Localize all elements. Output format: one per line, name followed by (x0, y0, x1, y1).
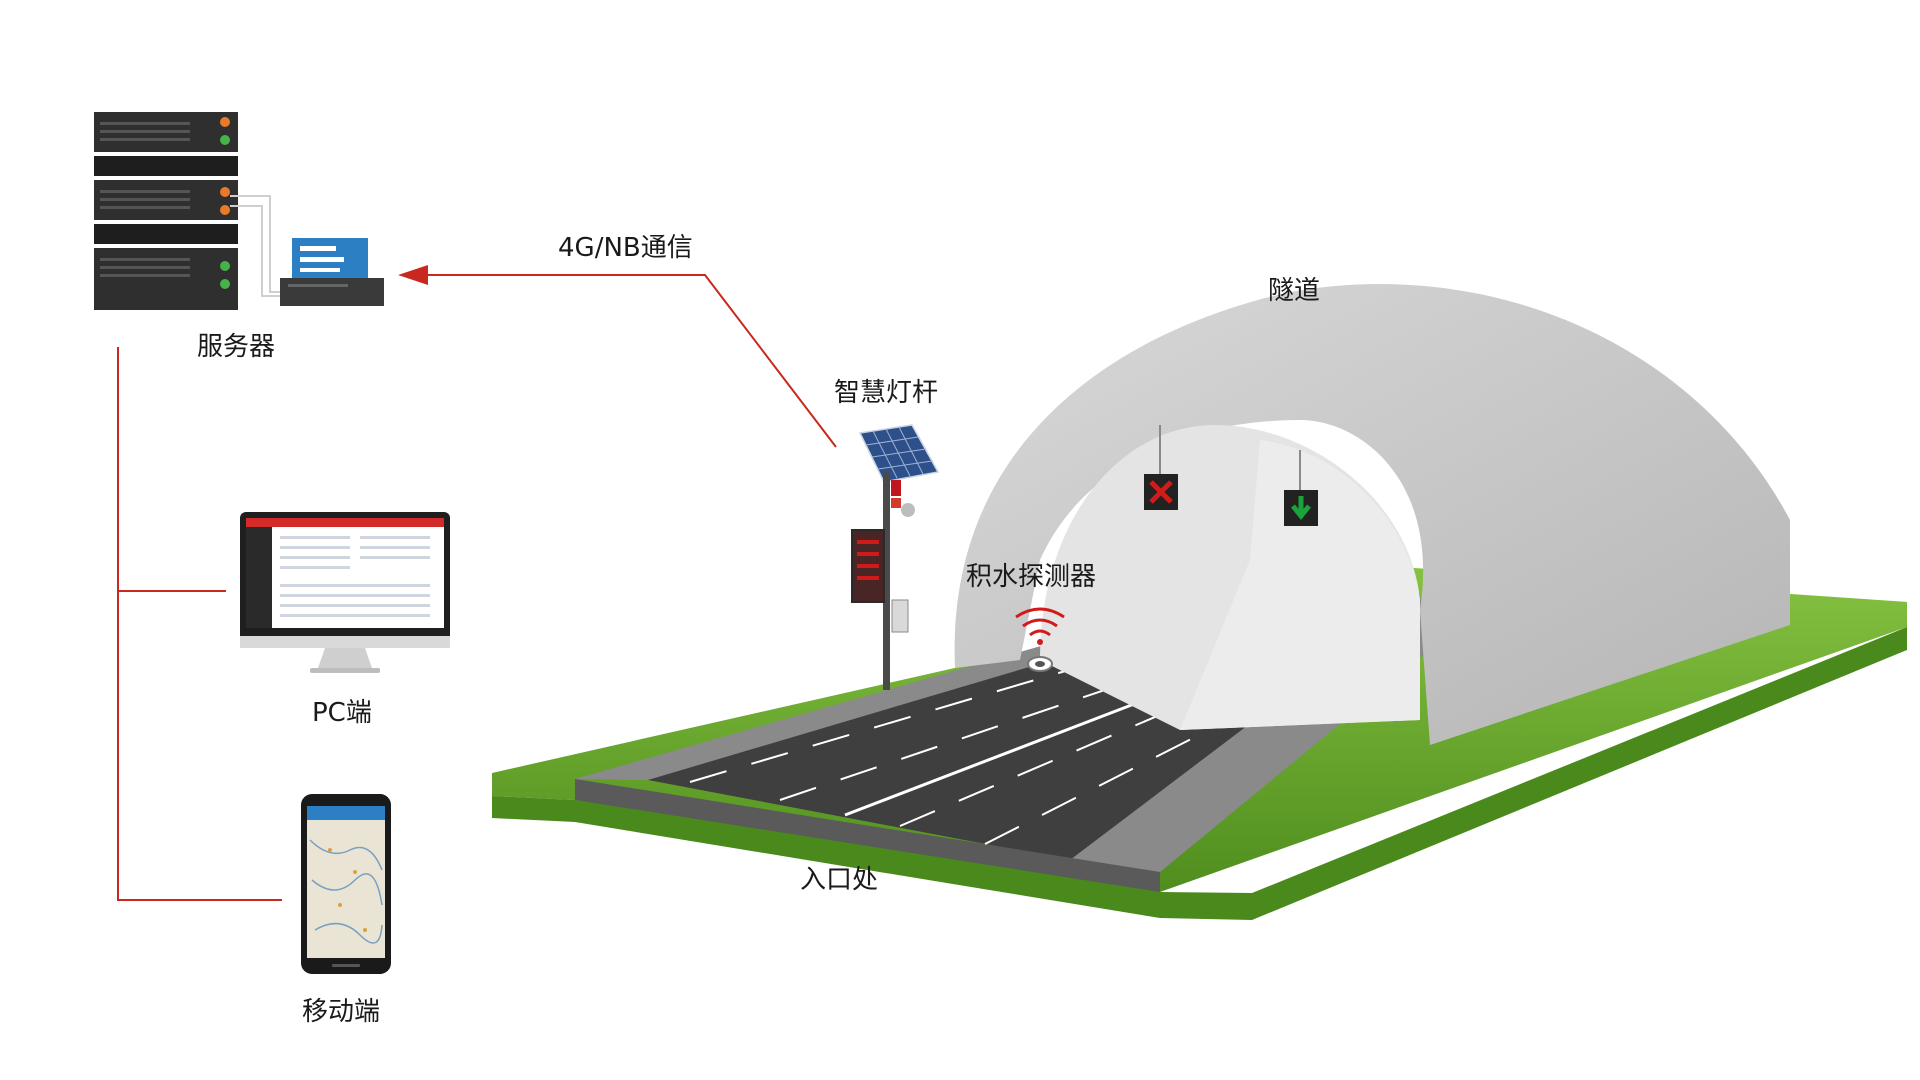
sign-red-x-icon (1144, 474, 1178, 510)
water-detector-icon (1027, 656, 1053, 672)
label-tunnel: 隧道 (1268, 276, 1321, 306)
smart-light-pole-icon (851, 424, 940, 690)
grass-edge (492, 627, 1907, 920)
label-entrance: 入口处 (800, 865, 879, 895)
server-bus-line (117, 347, 282, 901)
label-smart-pole: 智慧灯杆 (834, 378, 939, 408)
label-mobile: 移动端 (302, 997, 381, 1027)
label-pc: PC端 (312, 698, 372, 728)
label-comm: 4G/NB通信 (558, 233, 693, 263)
sign-green-arrow-icon (1284, 490, 1318, 526)
label-water-detector: 积水探测器 (966, 562, 1097, 592)
desktop-monitor-icon (240, 512, 450, 673)
road-front-edge (575, 779, 1160, 892)
tunnel-structure (954, 284, 1790, 745)
comm-link-line (418, 274, 837, 448)
arrow-head-icon (398, 265, 428, 285)
server-rack-icon (94, 112, 282, 310)
communication-terminal-icon (280, 238, 384, 306)
label-server: 服务器 (197, 332, 276, 362)
smartphone-icon (301, 794, 391, 974)
tunnel-shell (954, 284, 1790, 745)
link-lines (117, 274, 837, 901)
wireless-signal-icon (1015, 607, 1065, 637)
